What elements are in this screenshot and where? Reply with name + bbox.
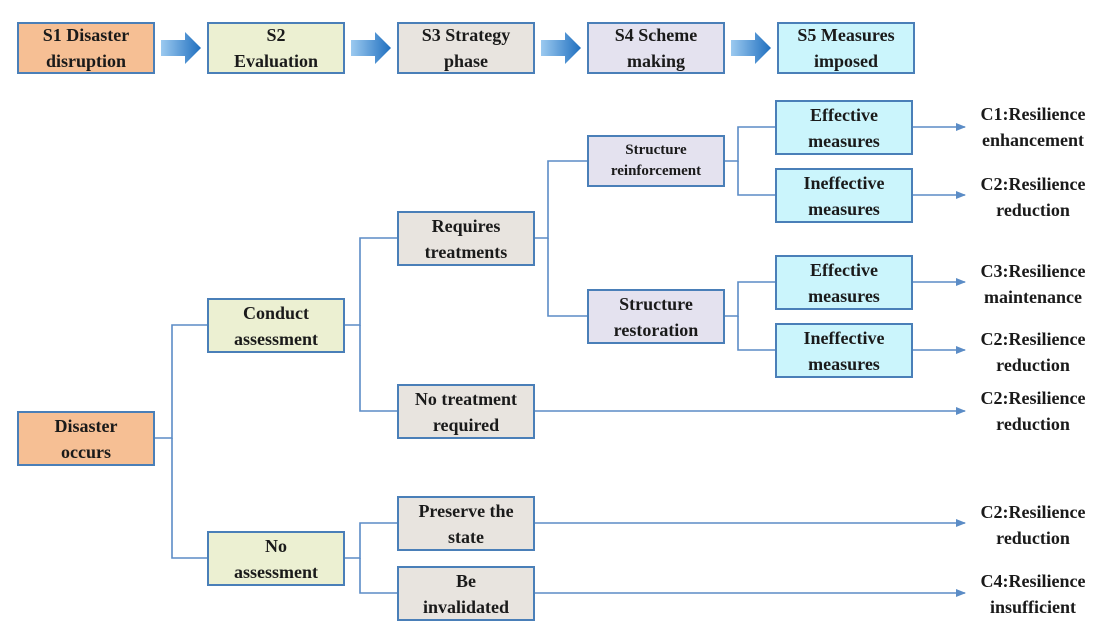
stage-s2-box: S2 Evaluation (207, 22, 345, 74)
connector-reinforcement-to-ineffective (737, 161, 776, 196)
outcome-c2-a: C2:Resilience reduction (980, 174, 1086, 220)
connector-no-assessment-to-invalidated (359, 558, 398, 594)
ineffective-measures-1-box: Ineffective measures (775, 168, 913, 223)
outcome-c4: C4:Resilience insufficient (980, 571, 1086, 617)
no-treatment-required-box: No treatment required (397, 384, 535, 439)
stage-s1-box: S1 Disaster disruption (17, 22, 155, 74)
stage-arrow-3-icon (541, 32, 581, 64)
ineffective-measures-2-box: Ineffective measures (775, 323, 913, 378)
structure-reinforcement-box: Structure reinforcement (587, 135, 725, 187)
outcome-c2-c: C2:Resilience reduction (980, 388, 1086, 434)
structure-restoration-box: Structure restoration (587, 289, 725, 344)
outcome-c2-b: C2:Resilience reduction (980, 329, 1086, 375)
connector-restoration-to-effective (724, 281, 776, 317)
connector-restoration-to-ineffective (737, 316, 776, 351)
requires-treatments-box: Requires treatments (397, 211, 535, 266)
preserve-the-state-box: Preserve the state (397, 496, 535, 551)
effective-measures-1-box: Effective measures (775, 100, 913, 155)
stage-arrow-1-icon (161, 32, 201, 64)
no-assessment-box: No assessment (207, 531, 345, 586)
disaster-occurs-box: Disaster occurs (17, 411, 155, 466)
effective-measures-2-box: Effective measures (775, 255, 913, 310)
connector-requires-to-reinforcement (535, 160, 588, 239)
connector-no-assessment-to-preserve (345, 522, 398, 559)
connector-reinforcement-to-effective (724, 126, 776, 162)
stage-arrow-4-icon (731, 32, 771, 64)
connector-conduct-to-requires (345, 237, 398, 326)
connector-requires-to-restoration (547, 238, 588, 317)
stage-s4-box: S4 Scheme making (587, 22, 725, 74)
connector-disaster-to-no-assessment (171, 438, 208, 559)
connector-conduct-to-no-treatment (359, 325, 398, 412)
outcome-c1: C1:Resilience enhancement (980, 104, 1086, 150)
outcome-c3: C3:Resilience maintenance (980, 261, 1086, 307)
stage-arrow-2-icon (351, 32, 391, 64)
connector-disaster-to-assessment (155, 324, 208, 439)
outcome-c2-d: C2:Resilience reduction (980, 502, 1086, 548)
stage-s3-box: S3 Strategy phase (397, 22, 535, 74)
conduct-assessment-box: Conduct assessment (207, 298, 345, 353)
be-invalidated-box: Be invalidated (397, 566, 535, 621)
stage-s5-box: S5 Measures imposed (777, 22, 915, 74)
